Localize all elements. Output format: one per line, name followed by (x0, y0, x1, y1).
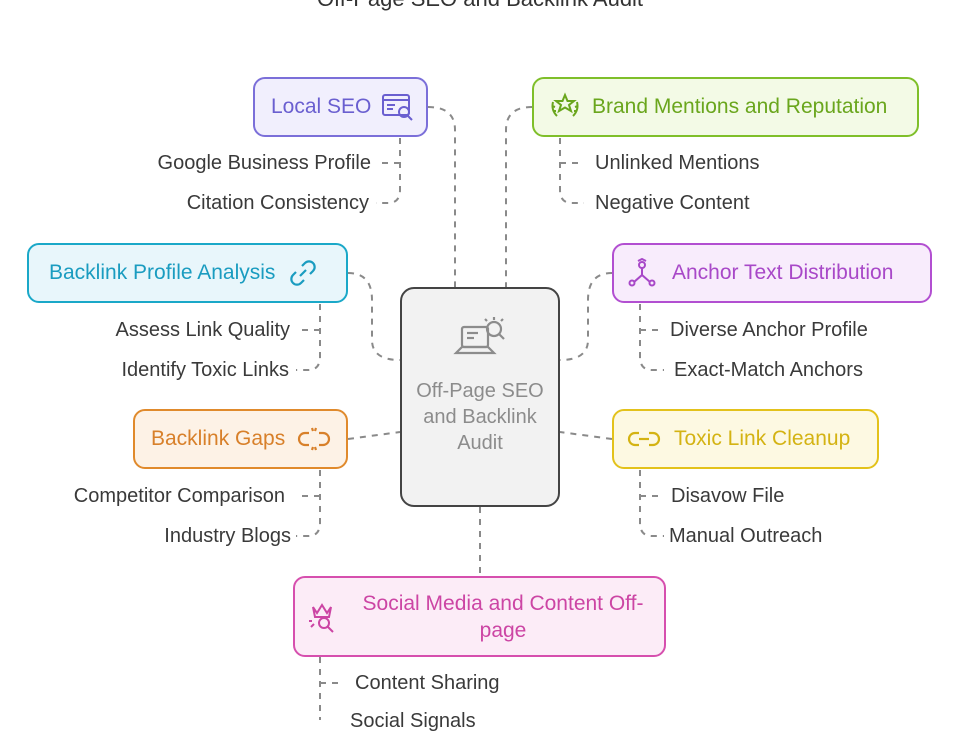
crown-search-icon (307, 599, 343, 635)
sub-google-business-profile: Google Business Profile (157, 152, 371, 174)
branch-social-media: Social Media and Content Off-page (293, 576, 666, 657)
link-icon (287, 257, 319, 289)
branch-label: Backlink Gaps (151, 427, 286, 450)
center-node: Off-Page SEO and Backlink Audit (400, 287, 560, 507)
sub-social-signals: Social Signals (350, 710, 476, 732)
unlink-icon (626, 424, 662, 454)
sub-assess-link-quality: Assess Link Quality (115, 319, 290, 341)
sub-citation-consistency: Citation Consistency (186, 192, 369, 214)
sub-identify-toxic-links: Identify Toxic Links (121, 359, 290, 381)
branch-label: Local SEO (271, 95, 372, 118)
branch-local-seo: Local SEO (253, 77, 428, 137)
diagram-title: Off-Page SEO and Backlink Audit (0, 0, 960, 12)
branch-label: Brand Mentions and Reputation (592, 95, 888, 118)
sub-exact-match-anchors: Exact-Match Anchors (674, 359, 863, 381)
branch-label: Toxic Link Cleanup (674, 427, 851, 450)
sub-unlinked-mentions: Unlinked Mentions (595, 152, 760, 174)
center-label: Off-Page SEO and Backlink Audit (416, 380, 544, 454)
sub-disavow-file: Disavow File (671, 485, 785, 507)
branch-anchor-text-distribution: Anchor Text Distribution (612, 243, 932, 303)
sub-competitor-comparison: Competitor Comparison (73, 485, 285, 507)
branch-brand-mentions: Brand Mentions and Reputation (532, 77, 919, 137)
branch-label: Social Media and Content Off-page (362, 591, 644, 642)
sub-negative-content: Negative Content (595, 192, 750, 214)
branch-label: Anchor Text Distribution (672, 261, 894, 284)
sub-manual-outreach: Manual Outreach (669, 525, 823, 547)
laptop-search-icon (452, 315, 508, 368)
branch-backlink-gaps: Backlink Gaps (133, 409, 348, 469)
branch-backlink-profile-analysis: Backlink Profile Analysis (27, 243, 348, 303)
anchor-network-icon (626, 257, 658, 289)
sub-content-sharing: Content Sharing (355, 672, 500, 694)
sub-diverse-anchor-profile: Diverse Anchor Profile (670, 319, 868, 341)
sub-industry-blogs: Industry Blogs (164, 525, 291, 547)
browser-search-icon (381, 92, 415, 122)
branch-toxic-link-cleanup: Toxic Link Cleanup (612, 409, 879, 469)
branch-label: Backlink Profile Analysis (49, 261, 276, 284)
broken-link-icon (297, 424, 331, 454)
laurel-star-icon (548, 92, 582, 122)
